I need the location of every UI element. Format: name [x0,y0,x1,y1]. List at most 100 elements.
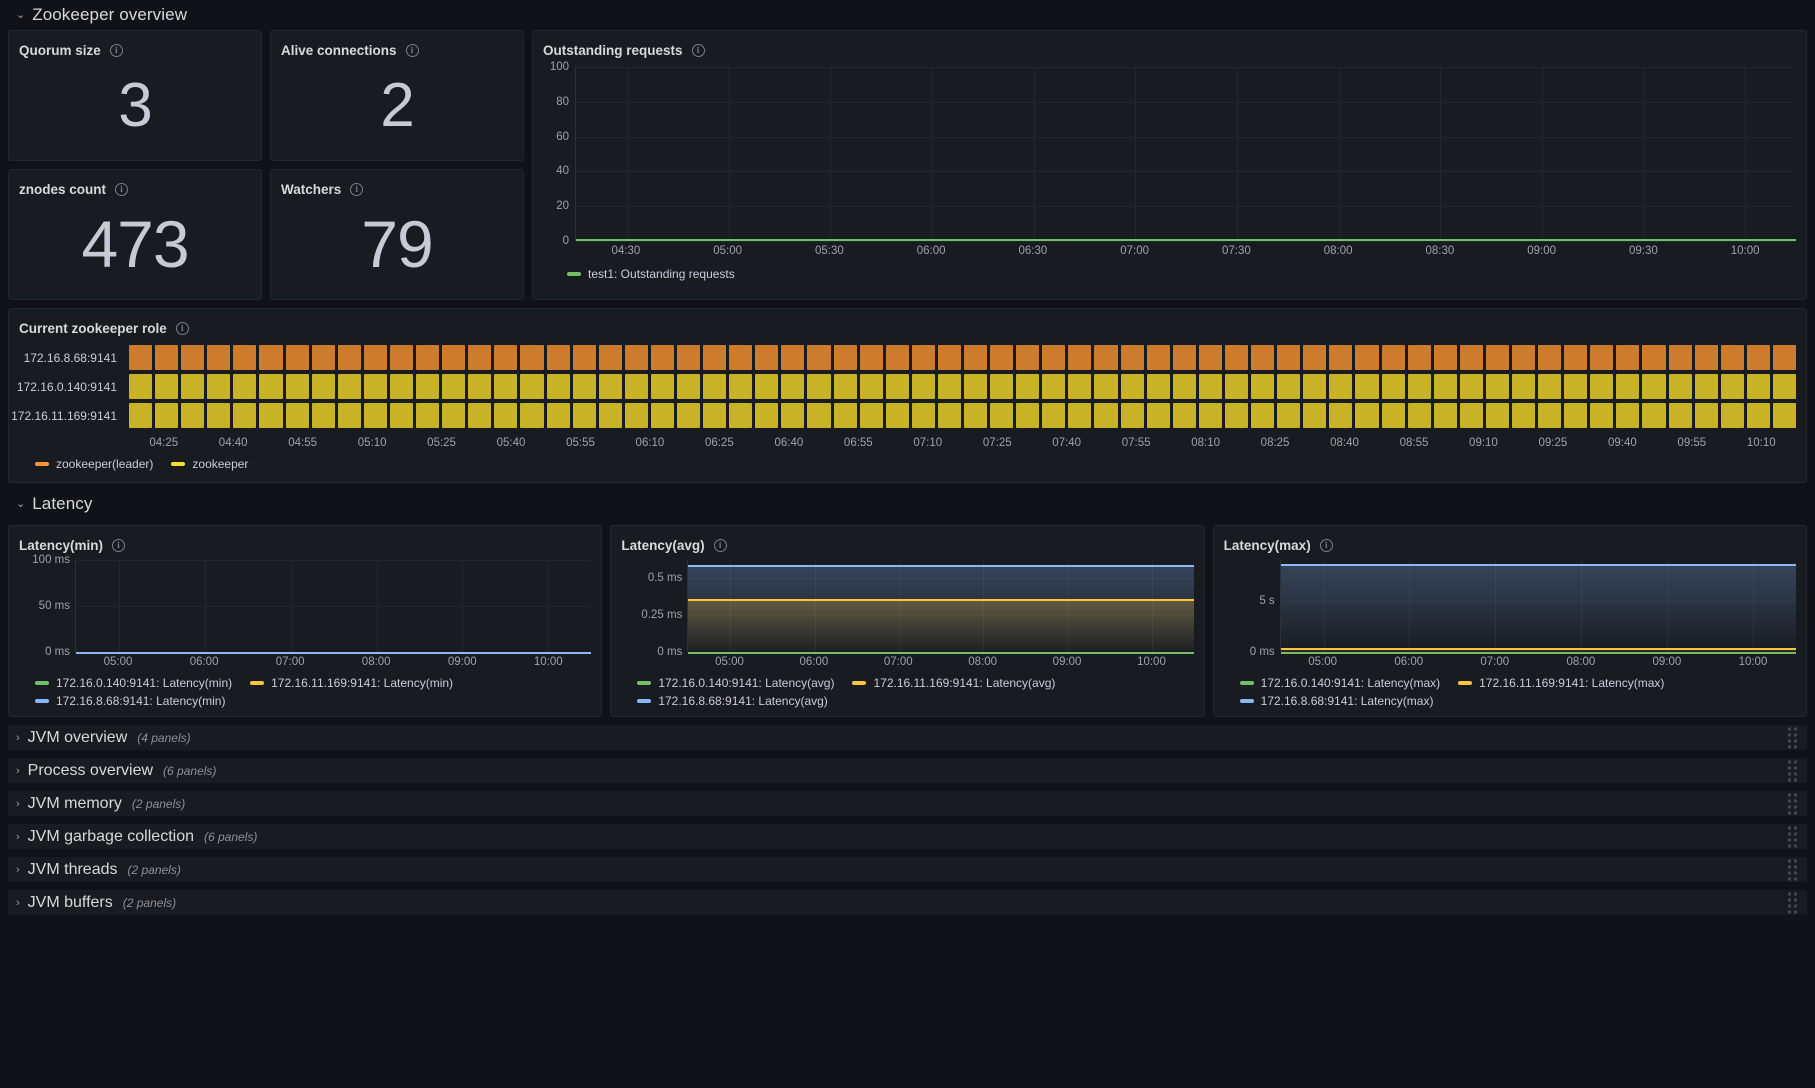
state-timeline-cell[interactable] [781,403,805,428]
state-timeline-cell[interactable] [1694,403,1718,428]
state-timeline-cell[interactable] [1433,403,1457,428]
info-icon[interactable]: i [175,322,189,335]
state-timeline-cell[interactable] [1772,403,1796,428]
state-timeline-cell[interactable] [1016,345,1040,370]
state-timeline-cell[interactable] [598,345,622,370]
state-timeline-track[interactable] [129,345,1796,370]
state-timeline-cell[interactable] [1381,345,1405,370]
state-timeline-cell[interactable] [468,403,492,428]
state-timeline-cell[interactable] [1120,374,1144,399]
state-timeline-cell[interactable] [1303,403,1327,428]
state-timeline-cell[interactable] [990,345,1014,370]
state-timeline-cell[interactable] [859,374,883,399]
state-timeline-cell[interactable] [1746,345,1770,370]
state-timeline-cell[interactable] [755,374,779,399]
state-timeline-cell[interactable] [781,374,805,399]
drag-handle-icon[interactable] [1788,727,1797,748]
state-timeline-cell[interactable] [129,403,153,428]
state-timeline-cell[interactable] [1616,374,1640,399]
state-timeline-cell[interactable] [964,345,988,370]
state-timeline-cell[interactable] [1746,374,1770,399]
state-timeline-cell[interactable] [1668,345,1692,370]
state-timeline-cell[interactable] [1355,374,1379,399]
state-timeline-cell[interactable] [650,345,674,370]
state-timeline-cell[interactable] [1172,403,1196,428]
state-timeline-cell[interactable] [389,403,414,428]
state-timeline-cell[interactable] [1277,403,1301,428]
state-timeline-cell[interactable] [807,403,831,428]
state-timeline-cell[interactable] [1564,374,1588,399]
state-timeline-cell[interactable] [1094,374,1118,399]
state-timeline-cell[interactable] [285,403,309,428]
state-timeline-cell[interactable] [1198,403,1222,428]
state-timeline-cell[interactable] [703,345,727,370]
info-icon[interactable]: i [1319,539,1333,552]
state-timeline-cell[interactable] [416,374,440,399]
state-timeline-cell[interactable] [1042,403,1066,428]
legend-item[interactable]: 172.16.8.68:9141: Latency(avg) [637,694,828,708]
state-timeline-cell[interactable] [1120,345,1144,370]
state-timeline-cell[interactable] [1642,374,1666,399]
legend-item[interactable]: 172.16.11.169:9141: Latency(avg) [852,676,1055,690]
collapsed-row-jvm-garbage-collection[interactable]: ›JVM garbage collection(6 panels) [8,824,1807,849]
state-timeline-cell[interactable] [1146,345,1170,370]
state-timeline-cell[interactable] [1172,374,1196,399]
state-timeline-cell[interactable] [1146,403,1170,428]
state-timeline-cell[interactable] [337,374,361,399]
state-timeline-cell[interactable] [1511,374,1536,399]
legend-item[interactable]: zookeeper [171,457,248,471]
state-timeline-cell[interactable] [181,345,205,370]
state-timeline-cell[interactable] [964,374,988,399]
state-timeline-cell[interactable] [1407,374,1431,399]
state-timeline-cell[interactable] [259,374,283,399]
state-timeline-cell[interactable] [207,403,231,428]
info-icon[interactable]: i [350,183,364,196]
state-timeline-cell[interactable] [1042,374,1066,399]
state-timeline-cell[interactable] [546,403,570,428]
state-timeline-cell[interactable] [207,345,231,370]
legend-item[interactable]: 172.16.8.68:9141: Latency(min) [35,694,225,708]
state-timeline-cell[interactable] [311,374,335,399]
state-timeline-cell[interactable] [598,403,622,428]
state-timeline-cell[interactable] [1381,403,1405,428]
state-timeline-cell[interactable] [964,403,988,428]
state-timeline-cell[interactable] [807,345,831,370]
drag-handle-icon[interactable] [1788,760,1797,781]
state-timeline-cell[interactable] [1720,345,1744,370]
state-timeline-cell[interactable] [911,345,935,370]
info-icon[interactable]: i [405,44,419,57]
state-timeline-cell[interactable] [546,345,570,370]
state-timeline-cell[interactable] [1068,345,1092,370]
state-timeline-cell[interactable] [624,374,648,399]
state-timeline-cell[interactable] [572,403,596,428]
state-timeline-cell[interactable] [781,345,805,370]
state-timeline-cell[interactable] [1407,345,1431,370]
state-timeline-cell[interactable] [729,374,753,399]
state-timeline-cell[interactable] [833,403,857,428]
state-timeline-cell[interactable] [572,374,596,399]
state-timeline-cell[interactable] [833,374,857,399]
state-timeline-cell[interactable] [572,345,596,370]
state-timeline-cell[interactable] [337,403,361,428]
state-timeline-cell[interactable] [468,374,492,399]
state-timeline-cell[interactable] [885,403,909,428]
state-timeline-cell[interactable] [1720,374,1744,399]
panel-znodes-count[interactable]: znodes count i 473 [8,169,262,300]
state-timeline-cell[interactable] [233,374,257,399]
state-timeline-cell[interactable] [1251,345,1275,370]
state-timeline-cell[interactable] [1277,374,1301,399]
state-timeline-cell[interactable] [1616,403,1640,428]
state-timeline-cell[interactable] [311,345,335,370]
drag-handle-icon[interactable] [1788,892,1797,913]
collapsed-row-jvm-overview[interactable]: ›JVM overview(4 panels) [8,725,1807,750]
state-timeline-cell[interactable] [1511,345,1536,370]
state-timeline-cell[interactable] [885,374,909,399]
panel-alive-connections[interactable]: Alive connections i 2 [270,30,524,161]
state-timeline-cell[interactable] [1224,374,1249,399]
panel-current-zookeeper-role[interactable]: Current zookeeper role i 172.16.8.68:914… [8,308,1807,483]
state-timeline-cell[interactable] [155,403,179,428]
state-timeline-cell[interactable] [442,374,466,399]
state-timeline-cell[interactable] [1433,374,1457,399]
state-timeline-cell[interactable] [1642,345,1666,370]
